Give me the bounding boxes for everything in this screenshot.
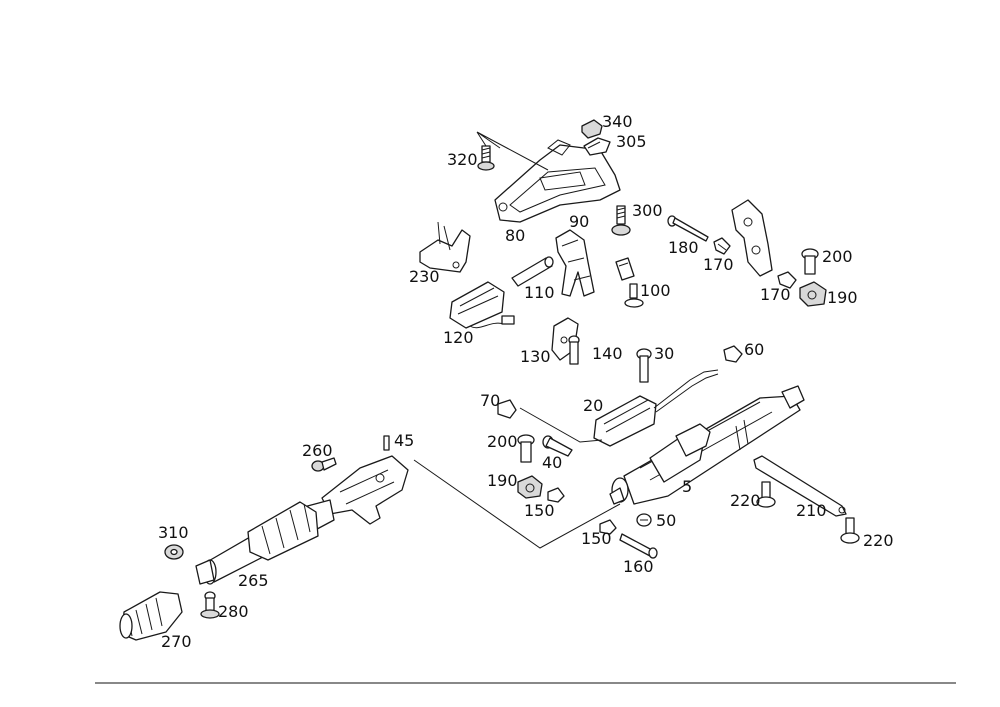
callout-220-right: 220 bbox=[863, 531, 894, 550]
mounting-bracket-80 bbox=[494, 139, 621, 223]
bolt-30 bbox=[636, 348, 652, 383]
callout-230: 230 bbox=[409, 267, 440, 286]
callout-130: 130 bbox=[520, 347, 551, 366]
callout-310: 310 bbox=[158, 523, 189, 542]
nut-150-lower bbox=[599, 519, 617, 535]
bolt-220-left bbox=[756, 481, 776, 508]
callout-170-lower: 170 bbox=[760, 285, 791, 304]
bolt-40 bbox=[542, 435, 573, 457]
callout-340: 340 bbox=[602, 112, 633, 131]
bolt-160 bbox=[619, 533, 658, 559]
pad-340 bbox=[581, 119, 603, 139]
callout-320: 320 bbox=[447, 150, 478, 169]
bolt-300 bbox=[611, 205, 631, 236]
callout-260: 260 bbox=[302, 441, 333, 460]
clip-305 bbox=[583, 137, 611, 156]
callout-40: 40 bbox=[542, 453, 562, 472]
boot-270 bbox=[119, 591, 183, 641]
callout-120: 120 bbox=[443, 328, 474, 347]
callout-5: 5 bbox=[682, 477, 692, 496]
callout-110: 110 bbox=[524, 283, 555, 302]
nut-70 bbox=[497, 399, 517, 419]
callout-200-middle: 200 bbox=[487, 432, 518, 451]
callout-60: 60 bbox=[744, 340, 764, 359]
callout-70: 70 bbox=[480, 391, 500, 410]
callout-200-upper: 200 bbox=[822, 247, 853, 266]
block-190-middle bbox=[517, 475, 543, 499]
nut-150-upper bbox=[547, 487, 565, 503]
callout-270: 270 bbox=[161, 632, 192, 651]
bracket-upper-right bbox=[731, 199, 773, 277]
bolt-260 bbox=[311, 457, 337, 472]
callout-20: 20 bbox=[583, 396, 603, 415]
callout-180: 180 bbox=[668, 238, 699, 257]
motor-120 bbox=[449, 281, 515, 329]
bolt-200-middle bbox=[517, 434, 535, 463]
strap-210 bbox=[753, 455, 847, 517]
callout-300: 300 bbox=[632, 201, 663, 220]
adjuster-20 bbox=[519, 369, 719, 447]
callout-265: 265 bbox=[238, 571, 269, 590]
lever-90 bbox=[555, 229, 595, 297]
bolt-180 bbox=[667, 215, 709, 242]
nut-60 bbox=[723, 345, 743, 363]
callout-50: 50 bbox=[656, 511, 676, 530]
bracket-yoke-45-area bbox=[321, 455, 409, 525]
bolt-140 bbox=[568, 335, 580, 365]
washer-310 bbox=[164, 544, 184, 560]
nut-170-upper bbox=[713, 237, 731, 255]
callout-150-upper: 150 bbox=[524, 501, 555, 520]
callout-45: 45 bbox=[394, 431, 414, 450]
switch-230 bbox=[419, 221, 471, 273]
callout-80: 80 bbox=[505, 226, 525, 245]
sleeve-110 bbox=[511, 256, 554, 287]
callout-90: 90 bbox=[569, 212, 589, 231]
nut-170-lower bbox=[777, 271, 797, 289]
callout-280: 280 bbox=[218, 602, 249, 621]
callout-100: 100 bbox=[640, 281, 671, 300]
callout-210: 210 bbox=[796, 501, 827, 520]
bolt-220-right bbox=[840, 517, 860, 544]
bolt-320 bbox=[477, 145, 495, 171]
intermediate-shaft-265 bbox=[195, 499, 335, 585]
callout-140: 140 bbox=[592, 344, 623, 363]
callout-305: 305 bbox=[616, 132, 647, 151]
clip-100 bbox=[615, 257, 644, 308]
block-190-upper bbox=[799, 281, 827, 307]
bolt-280 bbox=[200, 591, 220, 619]
callout-190-middle: 190 bbox=[487, 471, 518, 490]
callout-170-upper: 170 bbox=[703, 255, 734, 274]
bushing-50 bbox=[636, 513, 652, 527]
callout-190-upper: 190 bbox=[827, 288, 858, 307]
bolt-200-upper bbox=[801, 248, 819, 275]
column-jacket-5 bbox=[609, 385, 805, 505]
pin-45 bbox=[383, 435, 390, 451]
callout-220-left: 220 bbox=[730, 491, 761, 510]
callout-160: 160 bbox=[623, 557, 654, 576]
callout-150-lower: 150 bbox=[581, 529, 612, 548]
callout-30: 30 bbox=[654, 344, 674, 363]
